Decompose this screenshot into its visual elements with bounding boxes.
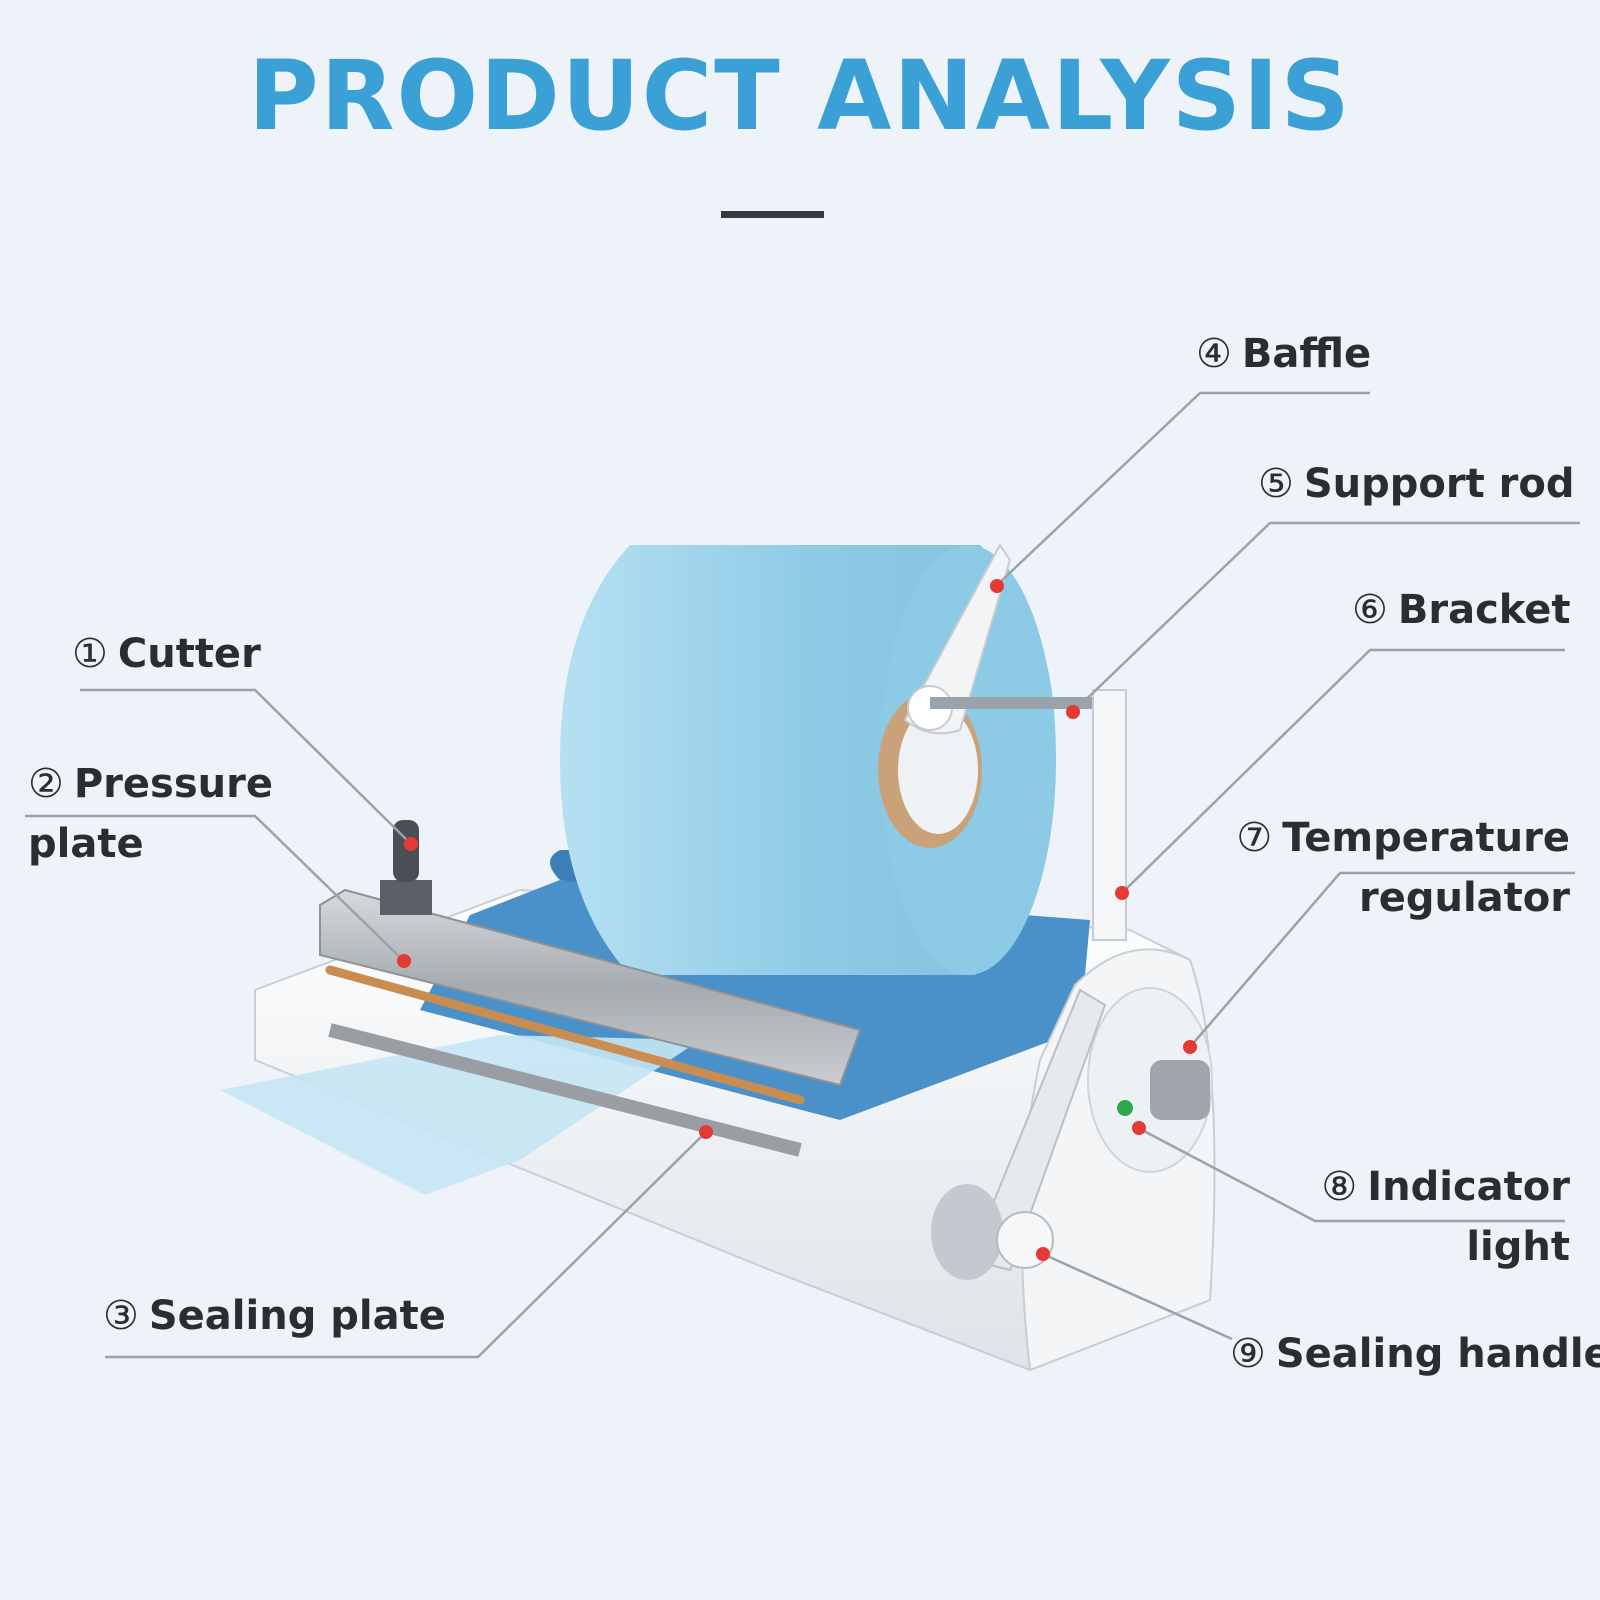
label-text: Bracket (1397, 587, 1571, 633)
pressure-plate-bar (319, 888, 862, 1157)
marker-pressure-plate (397, 954, 411, 968)
label-text: Cutter (117, 631, 261, 677)
label-number: ⑨ (1230, 1331, 1266, 1377)
marker-dots (397, 579, 1197, 1261)
cutter-handle (380, 820, 432, 915)
marker-sealing-handle (1036, 1247, 1050, 1261)
label-text: Pressure (73, 761, 273, 807)
marker-indicator-light (1132, 1121, 1146, 1135)
label-text-line2: plate (28, 821, 144, 867)
label-text: Support rod (1303, 461, 1575, 507)
label-number: ① (72, 631, 108, 677)
label-number: ⑤ (1258, 461, 1294, 507)
film-sheet (220, 1035, 700, 1195)
label-number: ⑥ (1352, 587, 1388, 633)
label-text: Baffle (1241, 331, 1372, 377)
title-divider (721, 211, 824, 218)
marker-temperature-regulator (1183, 1040, 1197, 1054)
marker-baffle (990, 579, 1004, 593)
label-number: ② (28, 761, 64, 807)
marker-cutter (404, 837, 418, 851)
marker-support-rod (1066, 705, 1080, 719)
label-text: Temperature (1282, 815, 1570, 861)
label-text: Indicator (1367, 1164, 1570, 1210)
label-number: ⑧ (1321, 1164, 1358, 1210)
label-text-line2: regulator (1359, 875, 1570, 921)
label-number: ④ (1196, 331, 1232, 377)
label-text-line2: light (1466, 1224, 1570, 1270)
label-number: ③ (103, 1293, 139, 1339)
label-number: ⑦ (1236, 815, 1273, 861)
label-text: Sealing handle (1275, 1331, 1600, 1377)
marker-sealing-plate (699, 1125, 713, 1139)
leader-lines (25, 391, 1580, 1359)
marker-bracket (1115, 886, 1129, 900)
film-roll (560, 545, 1056, 975)
page-title: PRODUCT ANALYSIS (248, 40, 1352, 152)
side-housing (931, 948, 1216, 1372)
label-text: Sealing plate (148, 1293, 446, 1339)
